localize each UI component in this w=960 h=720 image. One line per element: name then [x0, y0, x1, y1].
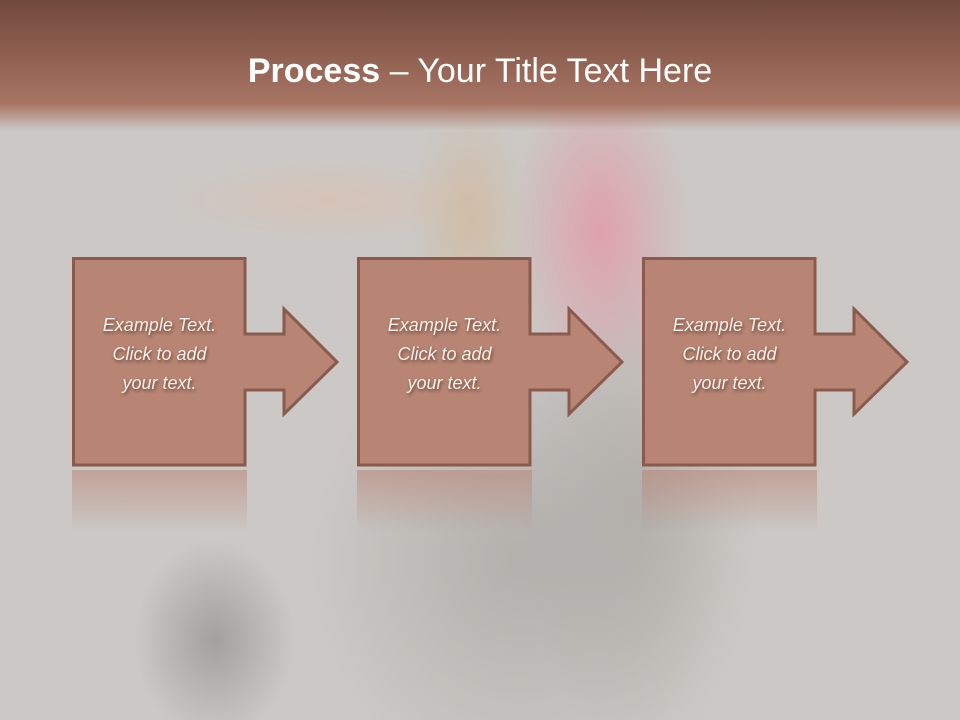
step-text[interactable]: Example Text. Click to add your text. [387, 315, 502, 393]
arrow-right-icon [357, 257, 625, 467]
step-text[interactable]: Example Text. Click to add your text. [102, 315, 217, 393]
arrow-right-icon [72, 257, 340, 467]
slide-title[interactable]: Process – Your Title Text Here [0, 52, 960, 91]
process-step-1[interactable]: Example Text. Click to add your text. [72, 257, 342, 467]
arrow-right-icon [642, 257, 910, 467]
title-bold: Process [247, 52, 381, 90]
title-rest: – Your Title Text Here [380, 52, 713, 90]
title-bar [0, 0, 960, 130]
step-reflection [357, 470, 532, 532]
process-step-3[interactable]: Example Text. Click to add your text. [642, 257, 912, 467]
step-reflection [72, 470, 247, 532]
step-text[interactable]: Example Text. Click to add your text. [672, 315, 787, 393]
step-reflection [642, 470, 817, 532]
process-step-2[interactable]: Example Text. Click to add your text. [357, 257, 627, 467]
